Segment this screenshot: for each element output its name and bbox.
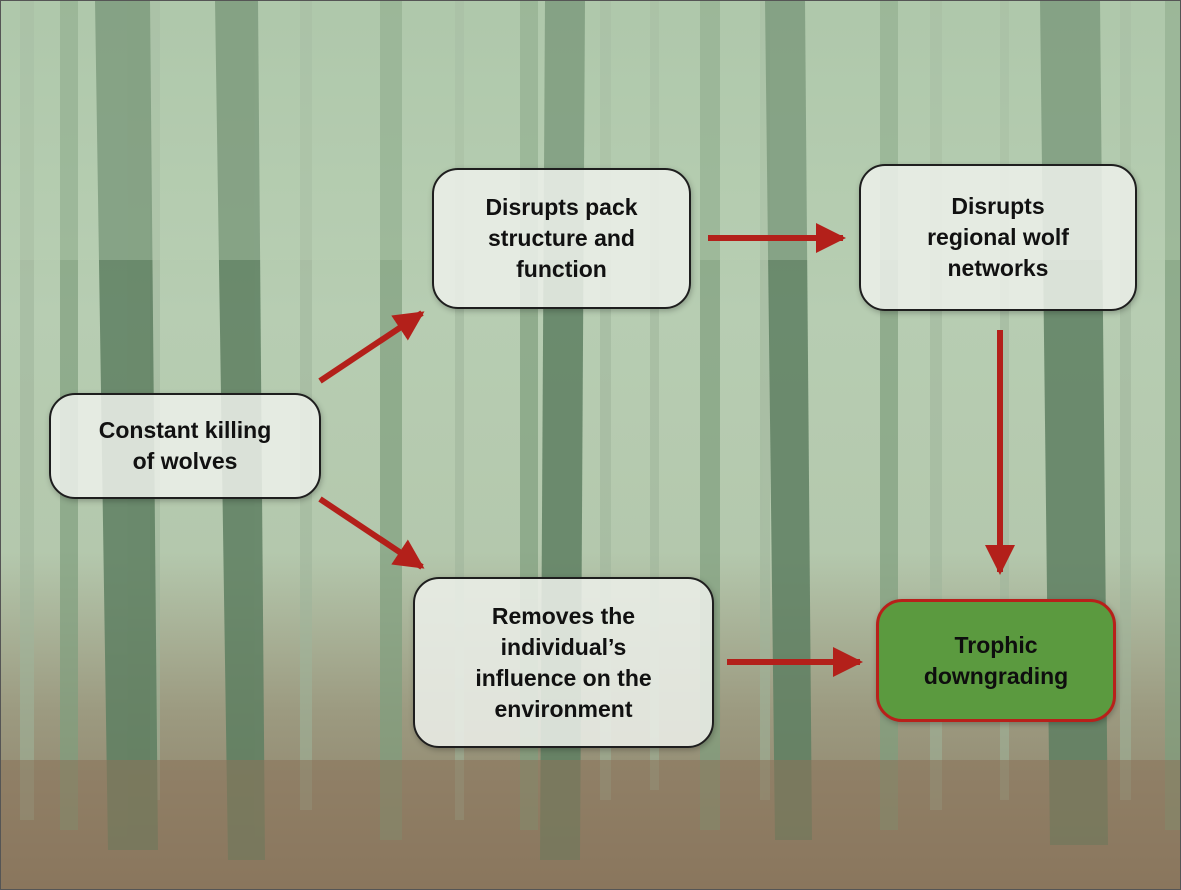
node-trophic-downgrading: Trophic downgrading (876, 599, 1116, 722)
node-disrupts-regional: Disrupts regional wolf networks (859, 164, 1137, 311)
node-constant-killing: Constant killing of wolves (49, 393, 321, 499)
arrow-killing-to-removes (318, 496, 425, 570)
arrow-killing-to-pack (318, 310, 425, 384)
node-disrupts-pack: Disrupts pack structure and function (432, 168, 691, 309)
node-removes-influence: Removes the individual’s influence on th… (413, 577, 714, 748)
